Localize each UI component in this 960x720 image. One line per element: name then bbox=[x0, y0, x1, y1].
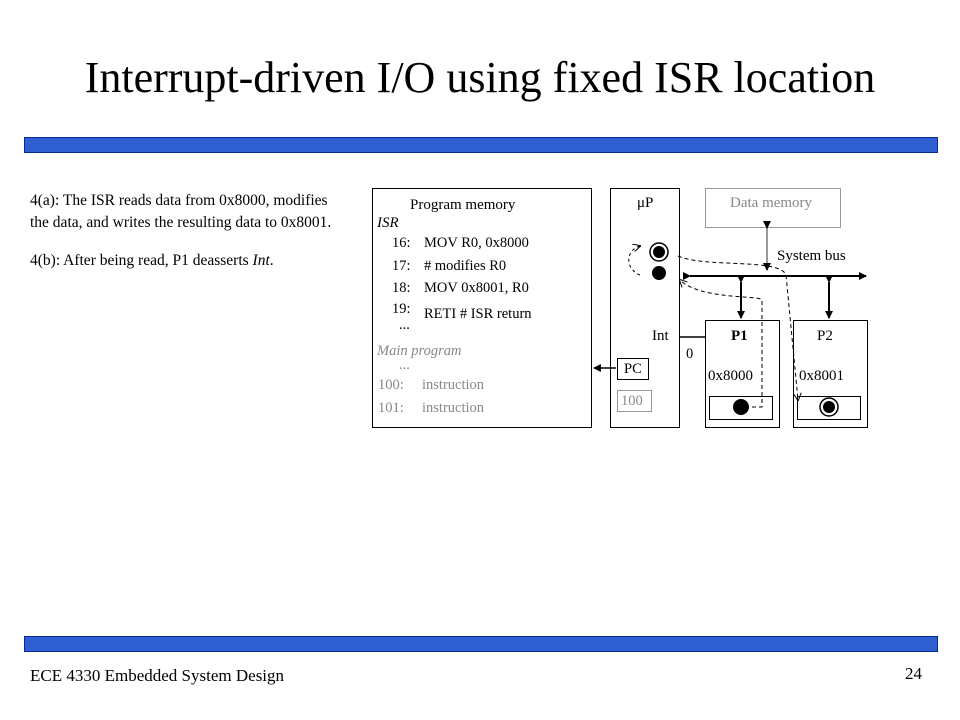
pc-value-box bbox=[617, 390, 652, 412]
main-line-addr: 100: bbox=[378, 377, 404, 393]
isr-line-code: RETI # ISR return bbox=[424, 306, 532, 322]
cpu-internal-flow bbox=[628, 246, 640, 276]
data-memory-box bbox=[705, 188, 841, 228]
p1-to-cpu-flow bbox=[680, 280, 763, 408]
int-label: Int bbox=[652, 328, 669, 344]
int-signal-value: 0 bbox=[686, 346, 694, 362]
page-number: 24 bbox=[905, 664, 922, 683]
pc-value: 100 bbox=[621, 393, 643, 409]
main-program-label: Main program bbox=[377, 343, 462, 359]
isr-line-addr: 17: bbox=[392, 258, 411, 274]
isr-line-addr: 18: bbox=[392, 280, 411, 296]
footer-course: ECE 4330 Embedded System Design bbox=[30, 666, 285, 685]
notes-panel: 4(a): The ISR reads data from 0x8000, mo… bbox=[30, 190, 350, 288]
main-line-code: instruction bbox=[422, 400, 485, 416]
note-step-b-suffix: . bbox=[269, 252, 274, 269]
p1-address: 0x8000 bbox=[708, 368, 753, 384]
p1-title: P1 bbox=[731, 328, 748, 344]
p1-data-token bbox=[733, 399, 749, 415]
isr-line-code: MOV 0x8001, R0 bbox=[424, 280, 529, 296]
p2-address: 0x8001 bbox=[799, 368, 844, 384]
note-step-b-text: 4(b): After being read, P1 deasserts bbox=[30, 252, 253, 269]
system-bus-label: System bus bbox=[777, 248, 846, 264]
program-memory-title: Program memory bbox=[410, 197, 516, 213]
cpu-title: μP bbox=[637, 195, 654, 211]
note-step-b: 4(b): After being read, P1 deasserts Int… bbox=[30, 250, 350, 272]
note-step-b-emph: Int bbox=[252, 252, 270, 269]
isr-label: ISR bbox=[377, 215, 399, 231]
ellipsis: ... bbox=[399, 317, 410, 333]
slide-title: Interrupt-driven I/O using fixed ISR loc… bbox=[84, 53, 876, 102]
data-memory-title: Data memory bbox=[730, 195, 813, 211]
isr-line-code: # modifies R0 bbox=[424, 258, 507, 274]
isr-line-addr: 16: bbox=[392, 235, 411, 251]
p2-title: P2 bbox=[817, 328, 833, 344]
isr-line-code: MOV R0, 0x8000 bbox=[424, 235, 529, 251]
pc-label: PC bbox=[624, 361, 642, 377]
p2-data-ring bbox=[819, 397, 839, 417]
isr-line-addr: 19: bbox=[392, 301, 411, 317]
program-memory-box bbox=[372, 188, 592, 428]
note-step-a: 4(a): The ISR reads data from 0x8000, mo… bbox=[30, 192, 332, 231]
cpu-box bbox=[610, 188, 680, 428]
footer-divider-bar bbox=[24, 636, 938, 652]
main-line-addr: 101: bbox=[378, 400, 404, 416]
cpu-register-ring bbox=[649, 242, 669, 262]
title-divider-bar bbox=[24, 137, 938, 153]
p2-data-token bbox=[823, 401, 835, 413]
main-line-code: instruction bbox=[422, 377, 485, 393]
cpu-to-p2-flow bbox=[677, 255, 798, 400]
pc-register-box bbox=[617, 358, 649, 380]
cpu-register-token bbox=[653, 246, 665, 258]
cpu-register-token bbox=[652, 266, 666, 280]
ellipsis: ... bbox=[399, 357, 410, 373]
